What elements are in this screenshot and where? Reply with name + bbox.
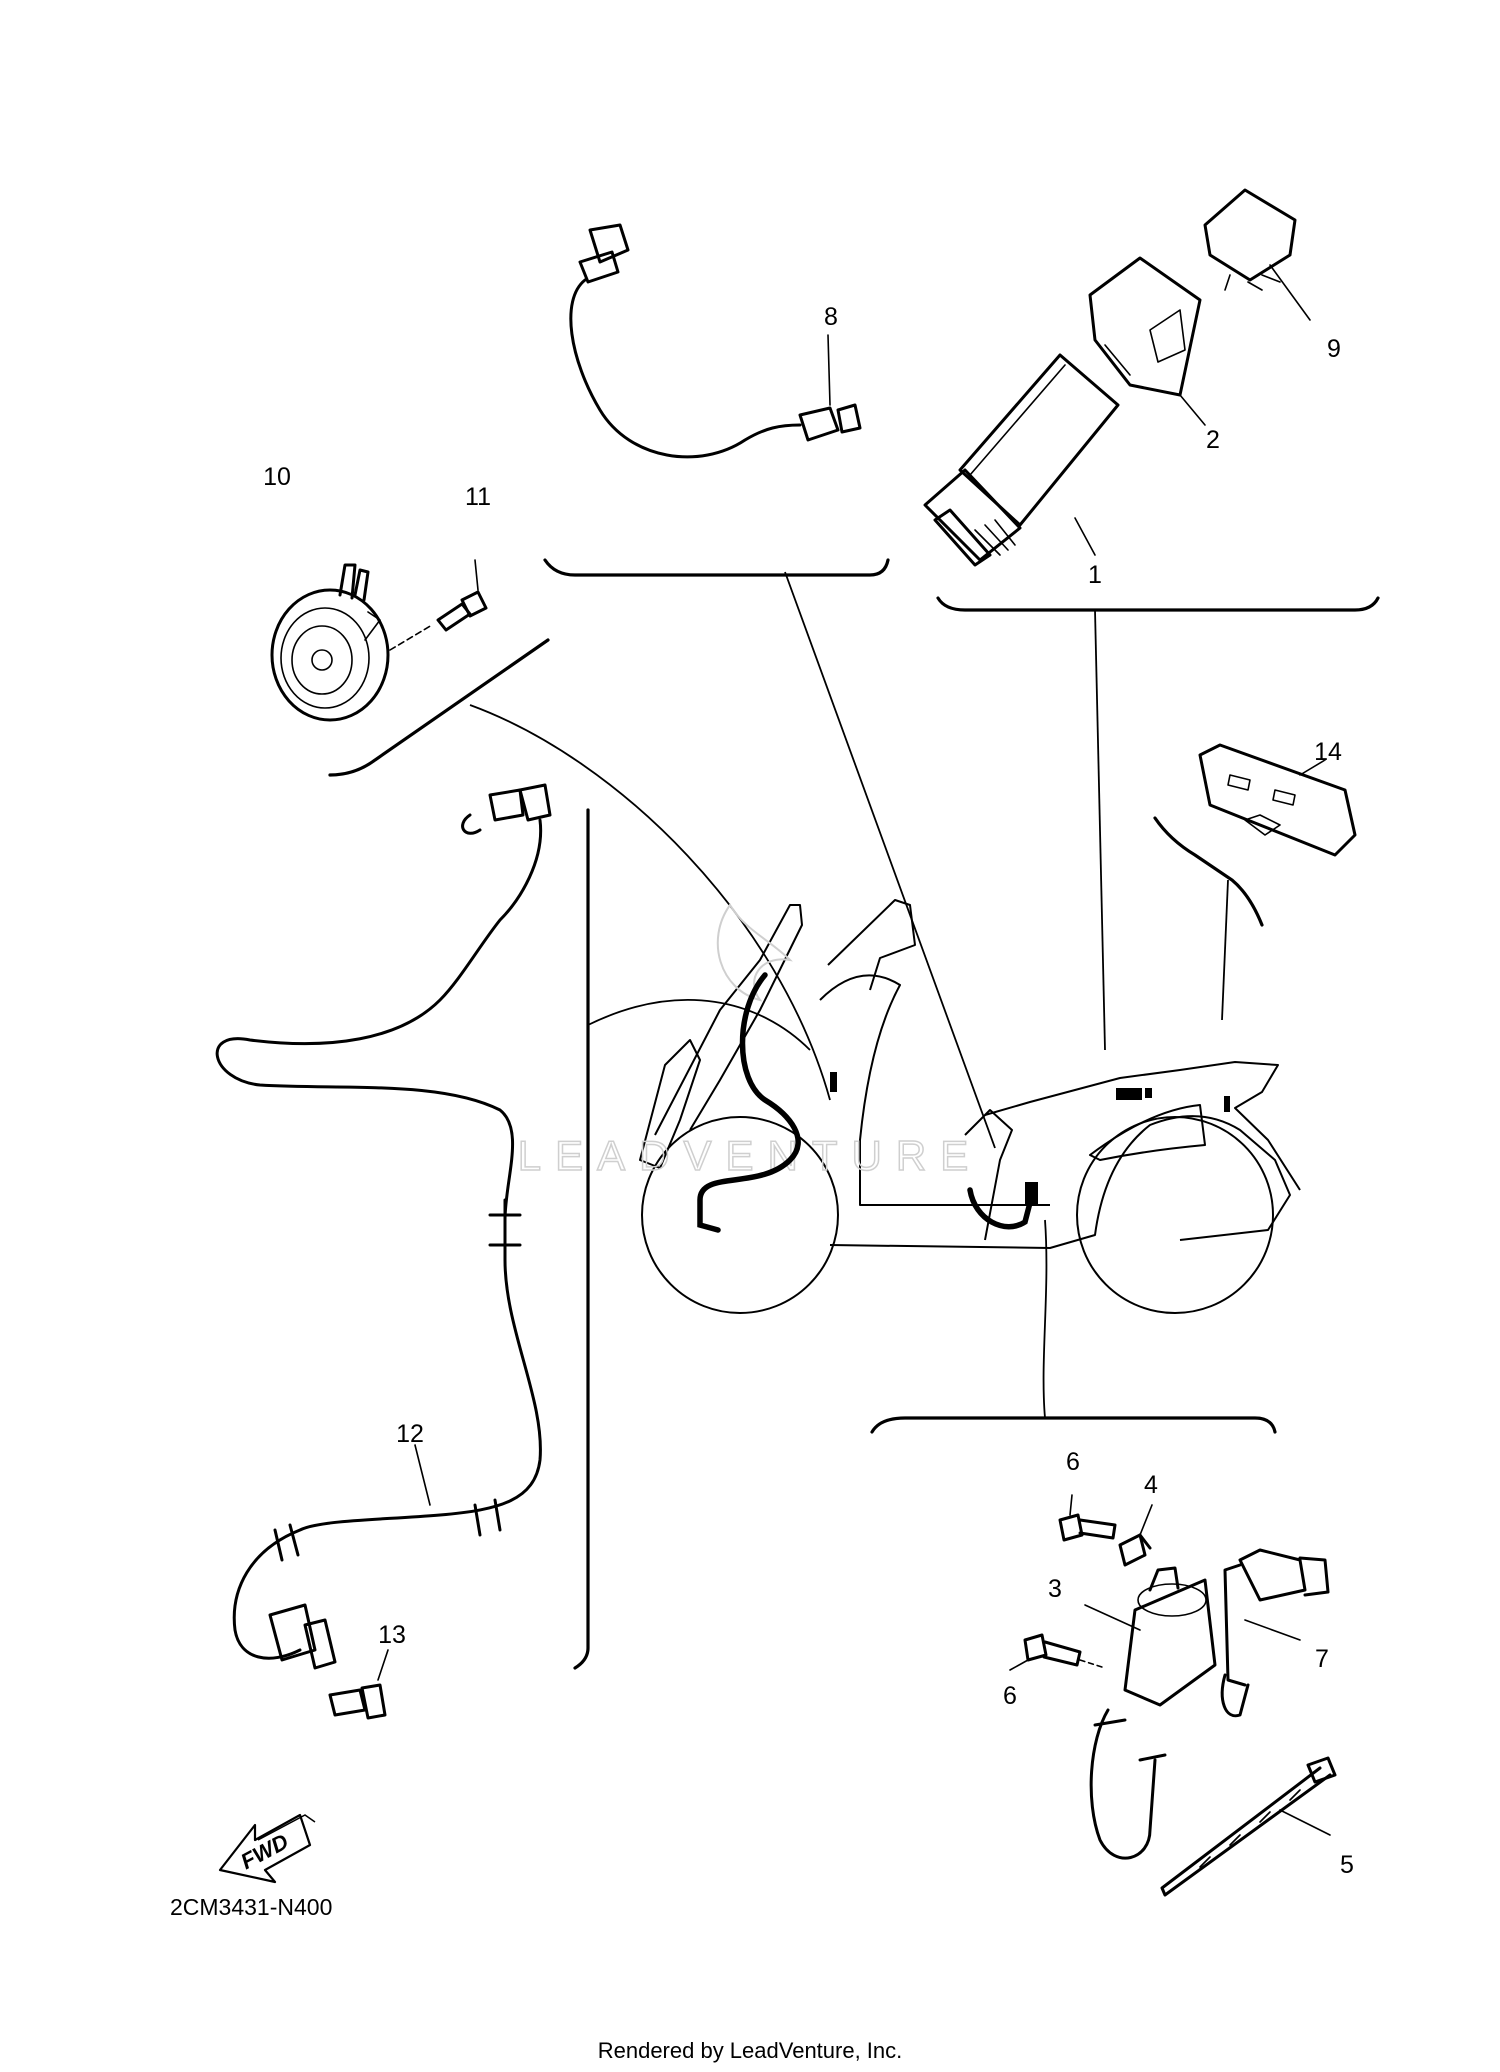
speed-sensor-part[interactable] [215, 783, 552, 1670]
handlebar [827, 899, 916, 991]
callout-10: 10 [263, 463, 291, 491]
callout-8: 8 [824, 303, 838, 331]
forward-arrow-icon: FWD [218, 1813, 316, 1884]
watermark-text: LEADVENTURE [518, 1132, 982, 1179]
callout-9: 9 [1327, 335, 1341, 363]
watermark: LEADVENTURE [517, 903, 982, 1180]
harness-marker-front [830, 1072, 837, 1092]
motorcycle-silhouette [639, 899, 1301, 1314]
callout-6-lower: 6 [1003, 1682, 1017, 1710]
bracket-horn-group [328, 638, 550, 777]
rear-wheel [1076, 1116, 1274, 1314]
leader-lines [469, 571, 1229, 1419]
callouts: 1 2 3 4 5 6 6 7 8 9 10 11 12 13 14 [263, 303, 1354, 1879]
footer-credit: Rendered by LeadVenture, Inc. [598, 2038, 903, 2063]
plug-cap-part[interactable] [1220, 1548, 1330, 1718]
callout-14: 14 [1314, 738, 1342, 766]
callout-1: 1 [1088, 561, 1102, 589]
horn-bolt-part[interactable] [436, 559, 488, 632]
ecu-bracket-part[interactable] [1088, 256, 1206, 426]
relay-part[interactable] [1203, 188, 1311, 321]
diagram-code: 2CM3431-N400 [170, 1894, 332, 1920]
bracket-plate-group [1153, 816, 1264, 927]
callout-6-upper: 6 [1066, 1448, 1080, 1476]
harness-marker-center [1025, 1182, 1038, 1206]
switch-sensor-part[interactable] [569, 223, 862, 459]
callout-12: 12 [396, 1420, 424, 1448]
harness-segments [697, 972, 1230, 1233]
callout-7: 7 [1315, 1645, 1329, 1673]
bracket-ecu-group [936, 596, 1380, 612]
body-panel [964, 1109, 1013, 1241]
speed-sensor-bolt-part[interactable] [328, 1649, 389, 1720]
callout-5: 5 [1340, 1851, 1354, 1879]
horn-part[interactable] [270, 563, 433, 722]
harness-marker-ecu-a [1116, 1088, 1142, 1100]
bracket-ignition-group [870, 1416, 1277, 1434]
leg-shield [819, 974, 1050, 1206]
callout-4: 4 [1144, 1471, 1158, 1499]
callout-2: 2 [1206, 426, 1220, 454]
callout-3: 3 [1048, 1575, 1062, 1603]
bracket-switch-group [543, 558, 890, 577]
front-fork-and-shield [654, 904, 803, 1136]
coil-bolt-lower-part[interactable] [1009, 1633, 1106, 1671]
plate-part[interactable] [1198, 743, 1357, 857]
ignition-coil-part[interactable] [1084, 1566, 1217, 1860]
ecu-part[interactable] [923, 353, 1120, 567]
bracket-sensor-group [573, 808, 590, 1670]
harness-marker-rear [1224, 1096, 1230, 1112]
callout-11: 11 [465, 483, 491, 511]
rear-fender [1089, 1104, 1206, 1161]
coil-clip-part[interactable] [1118, 1504, 1153, 1567]
headlight [639, 1039, 701, 1169]
cable-tie-part[interactable] [1160, 1756, 1337, 1897]
group-brackets [328, 558, 1380, 1670]
coil-bolt-upper-part[interactable] [1058, 1494, 1117, 1542]
floorboard-and-body [829, 1115, 1291, 1249]
callout-13: 13 [378, 1621, 406, 1649]
front-wheel [641, 1116, 839, 1314]
watermark-emblem [716, 903, 793, 1002]
seat-and-tail [984, 1061, 1301, 1191]
harness-marker-ecu-b [1145, 1088, 1152, 1098]
